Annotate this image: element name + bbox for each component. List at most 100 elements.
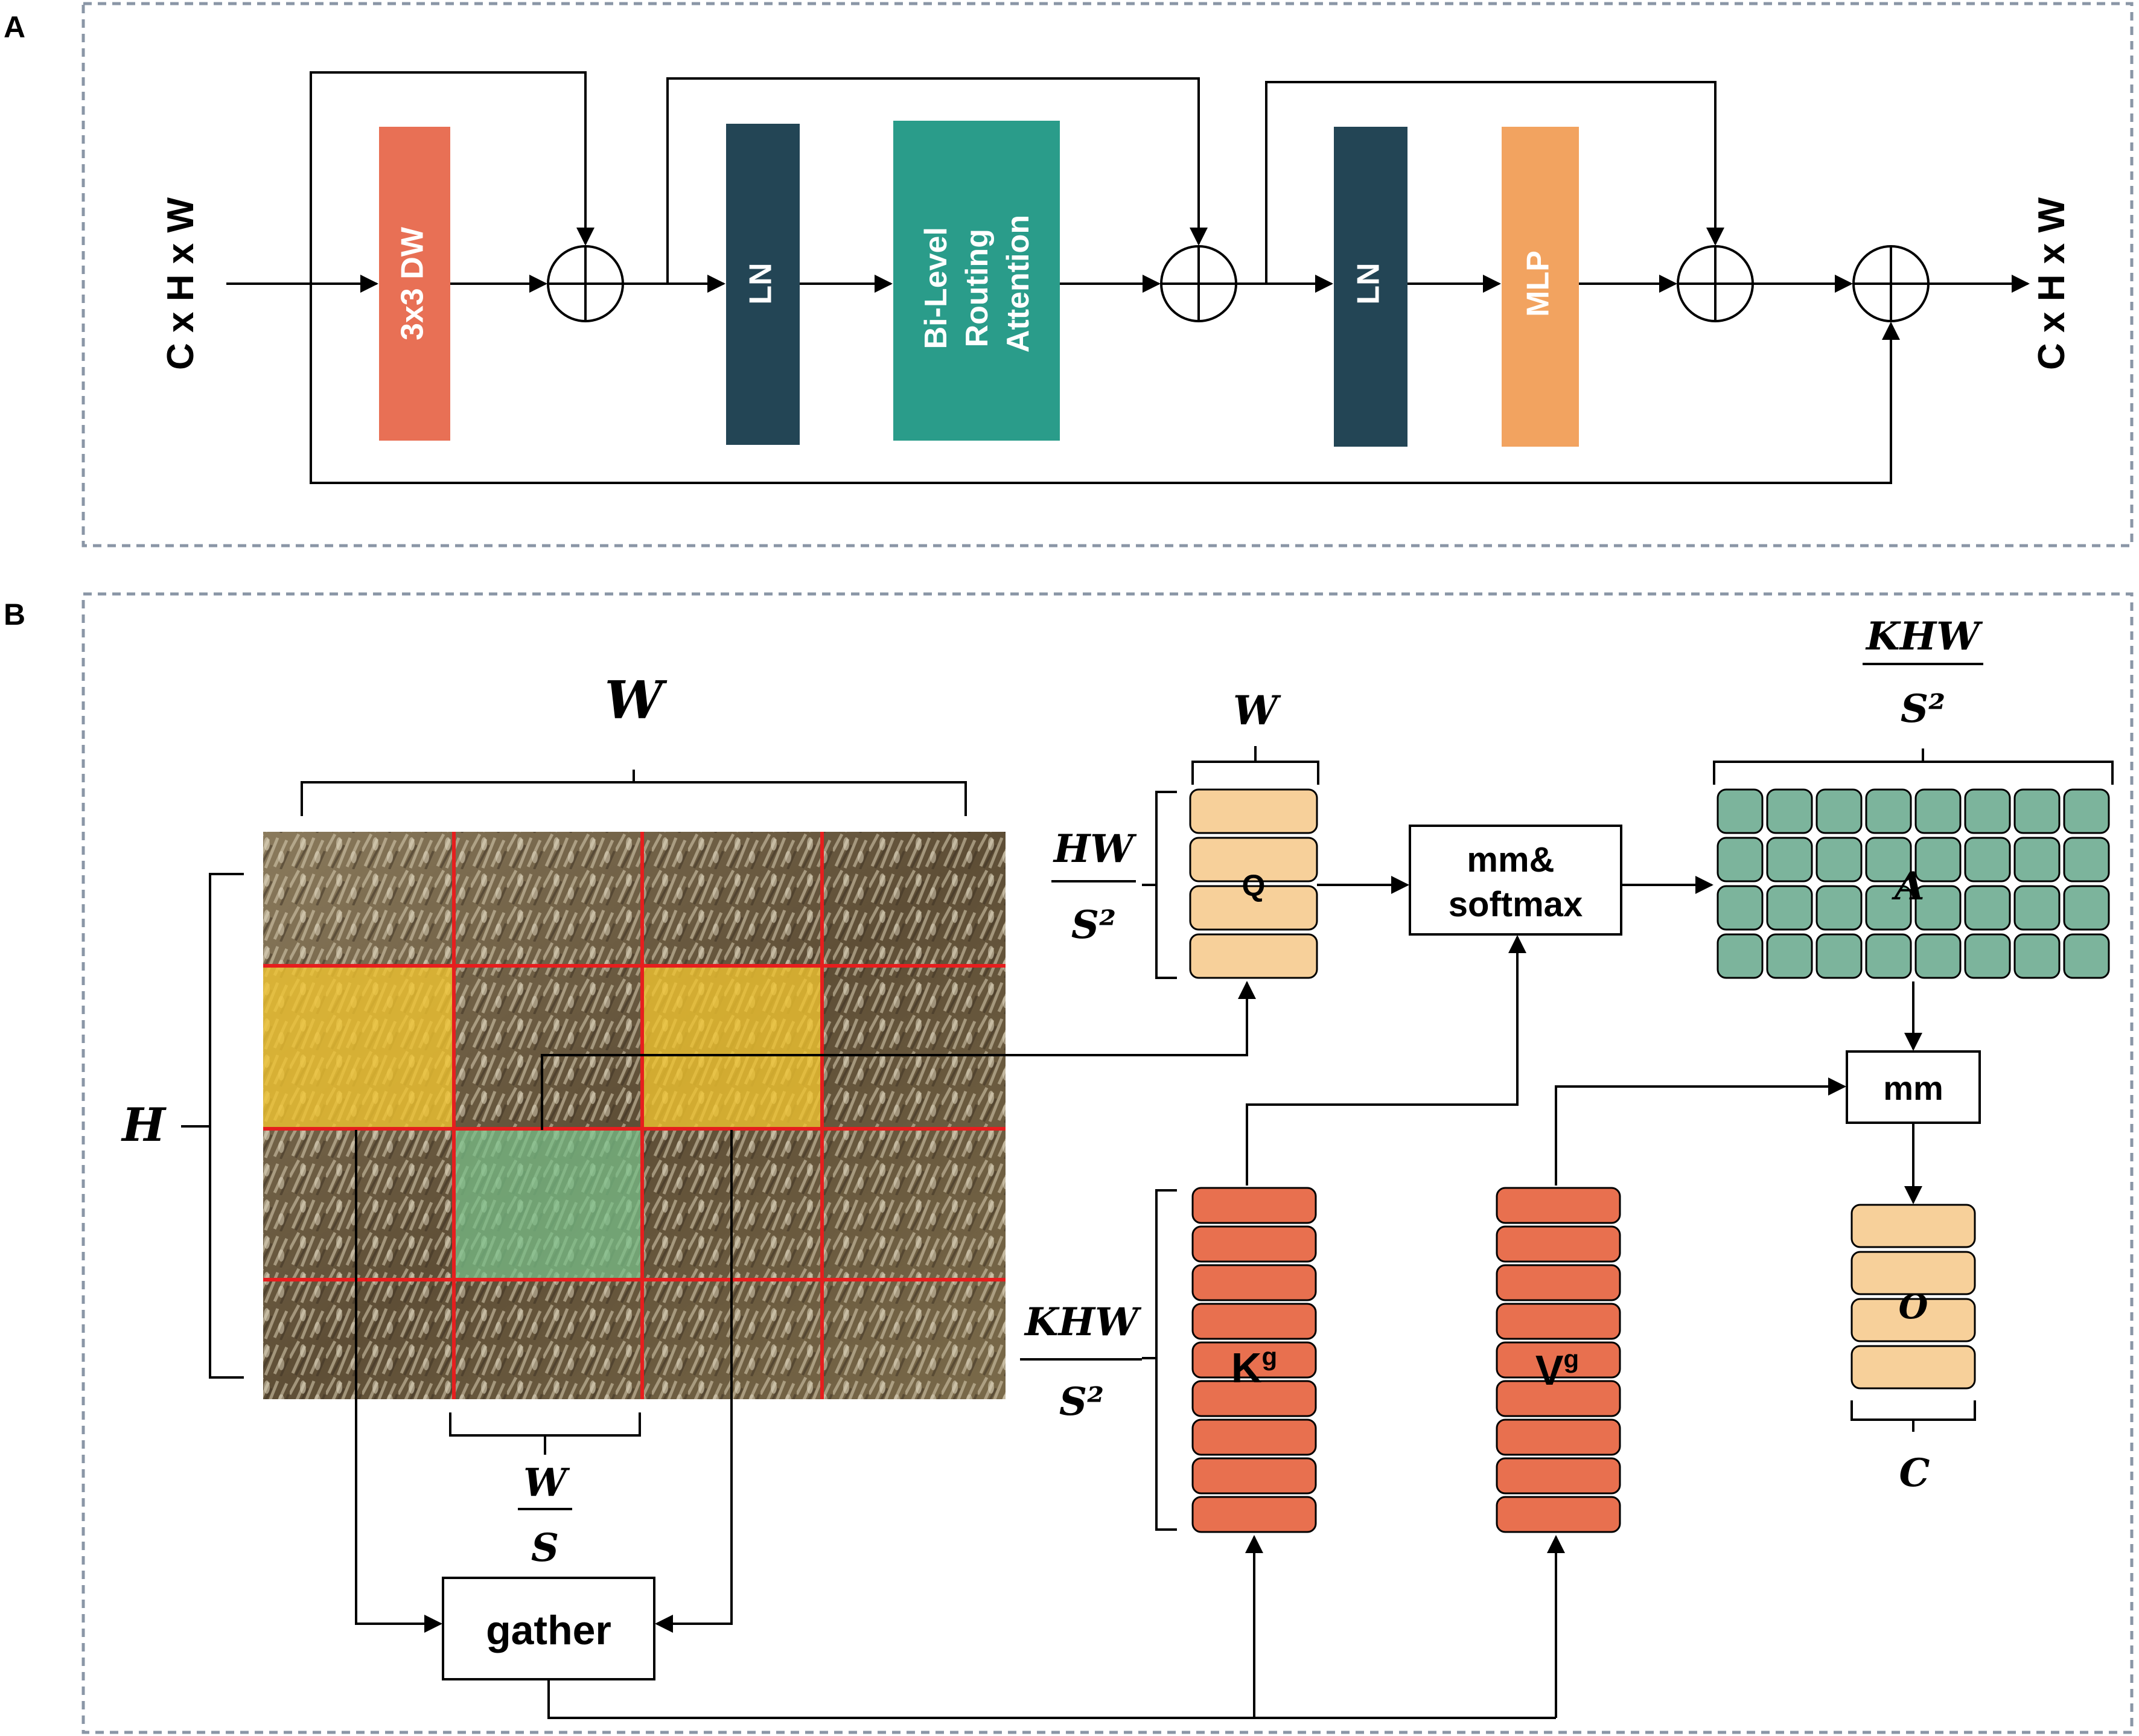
a-cell xyxy=(1717,837,1764,882)
gather-label: gather xyxy=(486,1607,611,1653)
a-cell xyxy=(2013,933,2061,979)
a-cell xyxy=(2063,788,2110,834)
a-cell xyxy=(1717,885,1764,931)
v-stack xyxy=(1496,1187,1621,1533)
patch-width-brace xyxy=(449,1412,641,1455)
v-cell xyxy=(1496,1380,1621,1417)
panel-b-connectors xyxy=(355,876,1922,1719)
a-cell xyxy=(1865,933,1912,979)
q-height-num: HW xyxy=(1053,826,1137,872)
a-cell xyxy=(2063,837,2110,882)
layer-norm-block-2 xyxy=(1334,127,1407,447)
attention-line-3: Attention xyxy=(1001,215,1036,353)
a-cell xyxy=(1815,885,1863,931)
v-cell xyxy=(1496,1303,1621,1340)
mm-softmax-line-1: mm& xyxy=(1467,840,1554,879)
layer-norm-block-1 xyxy=(726,124,800,445)
k-cell xyxy=(1191,1457,1317,1495)
a-label: A xyxy=(1892,864,1925,909)
kv-height-den: S² xyxy=(1059,1379,1104,1425)
height-brace xyxy=(181,873,244,1379)
a-cell xyxy=(1766,788,1813,834)
a-cell xyxy=(1766,933,1813,979)
k-cell xyxy=(1191,1264,1317,1301)
width-brace xyxy=(301,770,967,816)
a-width-brace xyxy=(1713,748,2114,785)
attention-block xyxy=(893,121,1060,441)
a-cell xyxy=(1914,837,1962,882)
add-node-4 xyxy=(1852,245,1930,322)
v-superscript: g xyxy=(1564,1345,1580,1373)
layer-norm-label-2: LN xyxy=(1351,263,1386,304)
v-cell xyxy=(1496,1264,1621,1301)
output-dimension-label: C x H x W xyxy=(2031,197,2073,370)
height-label: H xyxy=(121,1098,167,1152)
mlp-block xyxy=(1502,127,1579,447)
input-dimension-label: C x H x W xyxy=(160,197,202,370)
v-cell xyxy=(1496,1341,1621,1379)
q-stack xyxy=(1189,788,1318,979)
k-label: Kg xyxy=(1231,1342,1277,1391)
a-cell xyxy=(2013,837,2061,882)
width-label: W xyxy=(605,670,668,731)
panel-b-letter: B xyxy=(4,598,25,631)
v-label: Vg xyxy=(1535,1345,1579,1394)
wheat-image xyxy=(263,832,1006,1399)
a-cell xyxy=(2013,788,2061,834)
patch-width-den: S xyxy=(531,1525,559,1571)
a-cell xyxy=(1865,837,1912,882)
a-cell xyxy=(2063,885,2110,931)
a-cell xyxy=(1766,837,1813,882)
attention-label: Bi-Level Routing Attention xyxy=(919,215,1036,353)
highlighted-patch-yellow-1 xyxy=(263,966,454,1129)
mlp-label: MLP xyxy=(1521,251,1556,317)
panel-a-border xyxy=(81,2,2134,547)
a-cell xyxy=(1914,933,1962,979)
o-stack xyxy=(1851,1204,1976,1390)
v-cell xyxy=(1496,1496,1621,1533)
panel-b: B W H W S ga xyxy=(4,592,2134,1734)
k-main: K xyxy=(1231,1344,1262,1391)
q-height-brace xyxy=(1142,791,1177,979)
k-cell xyxy=(1191,1225,1317,1263)
k-stack xyxy=(1191,1187,1317,1533)
panel-a: A C x H x W C x H x W 3x3 DW LN Bi-Level… xyxy=(4,2,2134,547)
q-width-brace xyxy=(1191,746,1319,785)
a-cell xyxy=(1717,788,1764,834)
a-cell xyxy=(1865,788,1912,834)
a-matrix xyxy=(1717,788,2110,979)
q-label: Q xyxy=(1242,869,1266,902)
panel-a-letter: A xyxy=(4,10,25,44)
panel-a-connectors xyxy=(226,71,2030,484)
add-node-3 xyxy=(1677,245,1754,322)
a-cell xyxy=(1815,788,1863,834)
kv-height-brace xyxy=(1142,1189,1177,1531)
a-cell xyxy=(1964,788,2011,834)
a-cell xyxy=(1766,885,1813,931)
v-cell xyxy=(1496,1187,1621,1224)
q-height-den: S² xyxy=(1071,902,1116,948)
k-cell xyxy=(1191,1496,1317,1533)
v-main: V xyxy=(1535,1347,1564,1394)
a-cell xyxy=(1964,837,2011,882)
o-width-label: C xyxy=(1899,1450,1930,1496)
k-cell xyxy=(1191,1303,1317,1340)
mm-softmax-box xyxy=(1409,825,1622,936)
k-cell xyxy=(1191,1418,1317,1456)
layer-norm-label-1: LN xyxy=(744,263,779,304)
v-cell xyxy=(1496,1225,1621,1263)
highlighted-patch-yellow-2 xyxy=(642,966,822,1129)
a-cell xyxy=(1964,933,2011,979)
mm-softmax-line-2: softmax xyxy=(1449,885,1583,924)
dw-conv-label: 3x3 DW xyxy=(395,226,430,340)
attention-line-2: Routing xyxy=(960,229,995,347)
a-cell xyxy=(1717,933,1764,979)
v-cell xyxy=(1496,1457,1621,1495)
a-width-den: S² xyxy=(1901,686,1945,732)
add-node-1 xyxy=(547,245,624,322)
v-cell xyxy=(1496,1418,1621,1456)
k-cell xyxy=(1191,1380,1317,1417)
a-cell xyxy=(1914,788,1962,834)
a-cell xyxy=(2063,933,2110,979)
